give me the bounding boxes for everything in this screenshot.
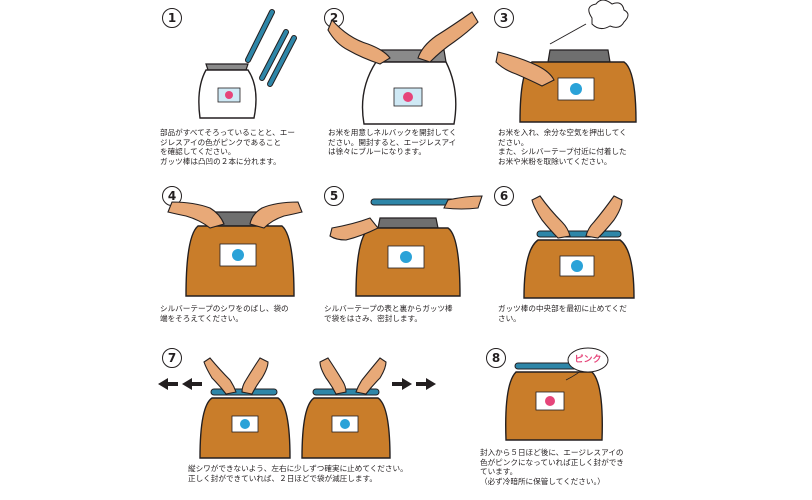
step-caption: 封入から５日ほど後に、エージレスアイの 色がピンクになっていれば正しく封ができ …	[480, 448, 624, 486]
step-6-illustration	[523, 195, 635, 299]
step-caption: シルバーテープのシワをのばし、袋の 端をそろえてください。	[160, 304, 289, 323]
step-caption: 縦シワができないよう、左右に少しずつ確実に止めてください。 正しく封ができていれ…	[188, 464, 408, 483]
step-1-illustration	[198, 9, 297, 119]
pink-speech-bubble: ピンク	[574, 355, 602, 365]
step-2-illustration	[327, 11, 479, 125]
step-caption: お米を用意しネルバックを開封してく ださい。開封すると、エージレスアイ は徐々に…	[328, 128, 457, 157]
step-4-illustration	[167, 201, 303, 297]
step-7-illustration	[158, 357, 436, 459]
step-4: 4 シルバーテープのシワをのばし、袋の 端をそろえてください。	[150, 178, 315, 328]
step-number: 7	[162, 348, 182, 368]
step-number: 8	[486, 348, 506, 368]
step-number: 1	[162, 8, 182, 28]
step-caption: 部品がすべてそろっていることと、エー ジレスアイの色がピンクであること を確認し…	[160, 128, 295, 166]
step-number: 3	[494, 8, 514, 28]
step-3: 3 お米を入れ、余分な空気を押出してく ださい。 また、シルバーテープ付近に付着…	[488, 0, 660, 175]
step-caption: お米を入れ、余分な空気を押出してく ださい。 また、シルバーテープ付近に付着した…	[498, 128, 627, 166]
step-5: 5 シルバーテープの表と裏からガッツ棒 で袋をはさみ、密封します。	[318, 178, 488, 328]
step-number: 6	[494, 186, 514, 206]
step-8: 8 ピンク 封入から５日ほど後に、エージレスアイの 色がピンクになっていれば正し…	[480, 340, 660, 500]
step-6: 6 ガッツ棒の中央部を最初に止めてくだ さい。	[488, 178, 660, 328]
step-8-illustration	[505, 347, 609, 441]
step-1: 1 部品がすべてそろっていることと、エー ジレスアイの色がピンクであること を確…	[150, 0, 310, 175]
step-5-illustration	[329, 195, 483, 297]
step-3-illustration	[495, 0, 637, 123]
step-caption: ガッツ棒の中央部を最初に止めてくだ さい。	[498, 304, 627, 323]
step-7: 7 縦シワができないよう、左右に少しずつ確実に止めてください。 正しく封ができて…	[150, 340, 450, 500]
step-caption: シルバーテープの表と裏からガッツ棒 で袋をはさみ、密封します。	[324, 304, 453, 323]
step-2: 2 お米を用意しネルバックを開封してく ださい。開封すると、エージレスアイ は徐…	[318, 0, 488, 175]
step-number: 5	[324, 186, 344, 206]
